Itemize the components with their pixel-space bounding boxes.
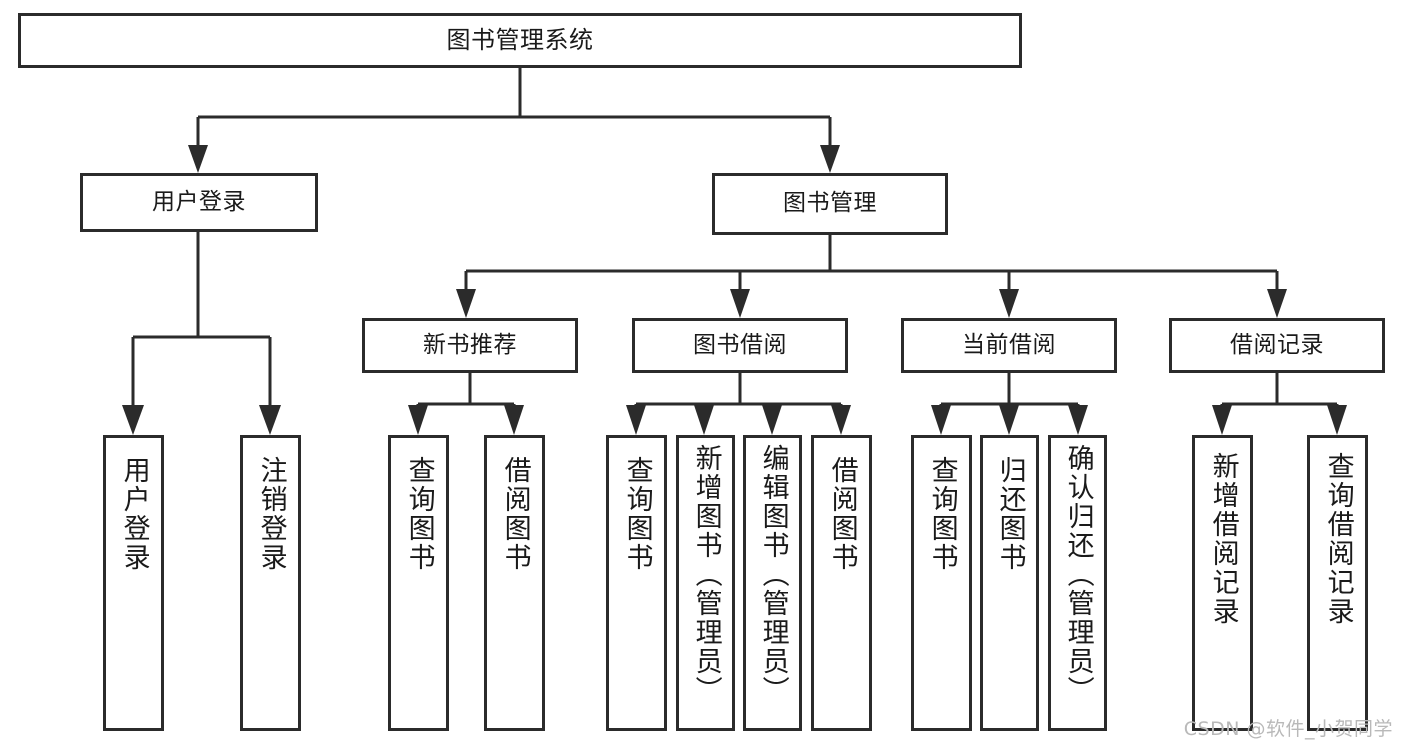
node-label: 归还图书 [994, 456, 1026, 572]
leaf-add-book-admin[interactable]: 新增图书（管理员） [676, 435, 735, 731]
node-label: 新增图书（管理员） [690, 444, 722, 705]
leaf-query-book-recommend[interactable]: 查询图书 [388, 435, 449, 731]
node-current-borrow[interactable]: 当前借阅 [901, 318, 1117, 373]
node-label: 当前借阅 [962, 331, 1056, 358]
node-label: 用户登录 [152, 188, 246, 215]
node-label: 编辑图书（管理员） [757, 444, 789, 705]
leaf-query-book-current[interactable]: 查询图书 [911, 435, 972, 731]
node-label: 注销登录 [255, 456, 287, 572]
node-label: 图书管理系统 [446, 26, 594, 55]
node-label: 查询图书 [403, 456, 435, 572]
node-user-login[interactable]: 用户登录 [80, 173, 318, 232]
node-label: 查询图书 [621, 456, 653, 572]
node-label: 查询借阅记录 [1322, 452, 1354, 626]
node-root-book-management-system[interactable]: 图书管理系统 [18, 13, 1022, 68]
leaf-add-borrow-record[interactable]: 新增借阅记录 [1192, 435, 1253, 731]
leaf-query-book-borrow[interactable]: 查询图书 [606, 435, 667, 731]
node-label: 新书推荐 [423, 331, 517, 358]
node-label: 借阅记录 [1230, 331, 1324, 358]
leaf-confirm-return-admin[interactable]: 确认归还（管理员） [1048, 435, 1107, 731]
node-label: 图书借阅 [693, 331, 787, 358]
leaf-user-login[interactable]: 用户登录 [103, 435, 164, 731]
node-label: 借阅图书 [826, 456, 858, 572]
leaf-query-borrow-record[interactable]: 查询借阅记录 [1307, 435, 1368, 731]
node-book-borrow[interactable]: 图书借阅 [632, 318, 848, 373]
node-label: 新增借阅记录 [1207, 452, 1239, 626]
node-label: 借阅图书 [499, 456, 531, 572]
node-label: 图书管理 [783, 190, 877, 217]
node-label: 确认归还（管理员） [1062, 444, 1094, 705]
leaf-borrow-book[interactable]: 借阅图书 [811, 435, 872, 731]
leaf-logout[interactable]: 注销登录 [240, 435, 301, 731]
node-label: 查询图书 [926, 456, 958, 572]
node-label: 用户登录 [118, 456, 150, 572]
node-borrow-record[interactable]: 借阅记录 [1169, 318, 1385, 373]
leaf-return-book[interactable]: 归还图书 [980, 435, 1039, 731]
leaf-borrow-book-recommend[interactable]: 借阅图书 [484, 435, 545, 731]
node-book-management[interactable]: 图书管理 [712, 173, 948, 235]
leaf-edit-book-admin[interactable]: 编辑图书（管理员） [743, 435, 802, 731]
node-new-book-recommend[interactable]: 新书推荐 [362, 318, 578, 373]
